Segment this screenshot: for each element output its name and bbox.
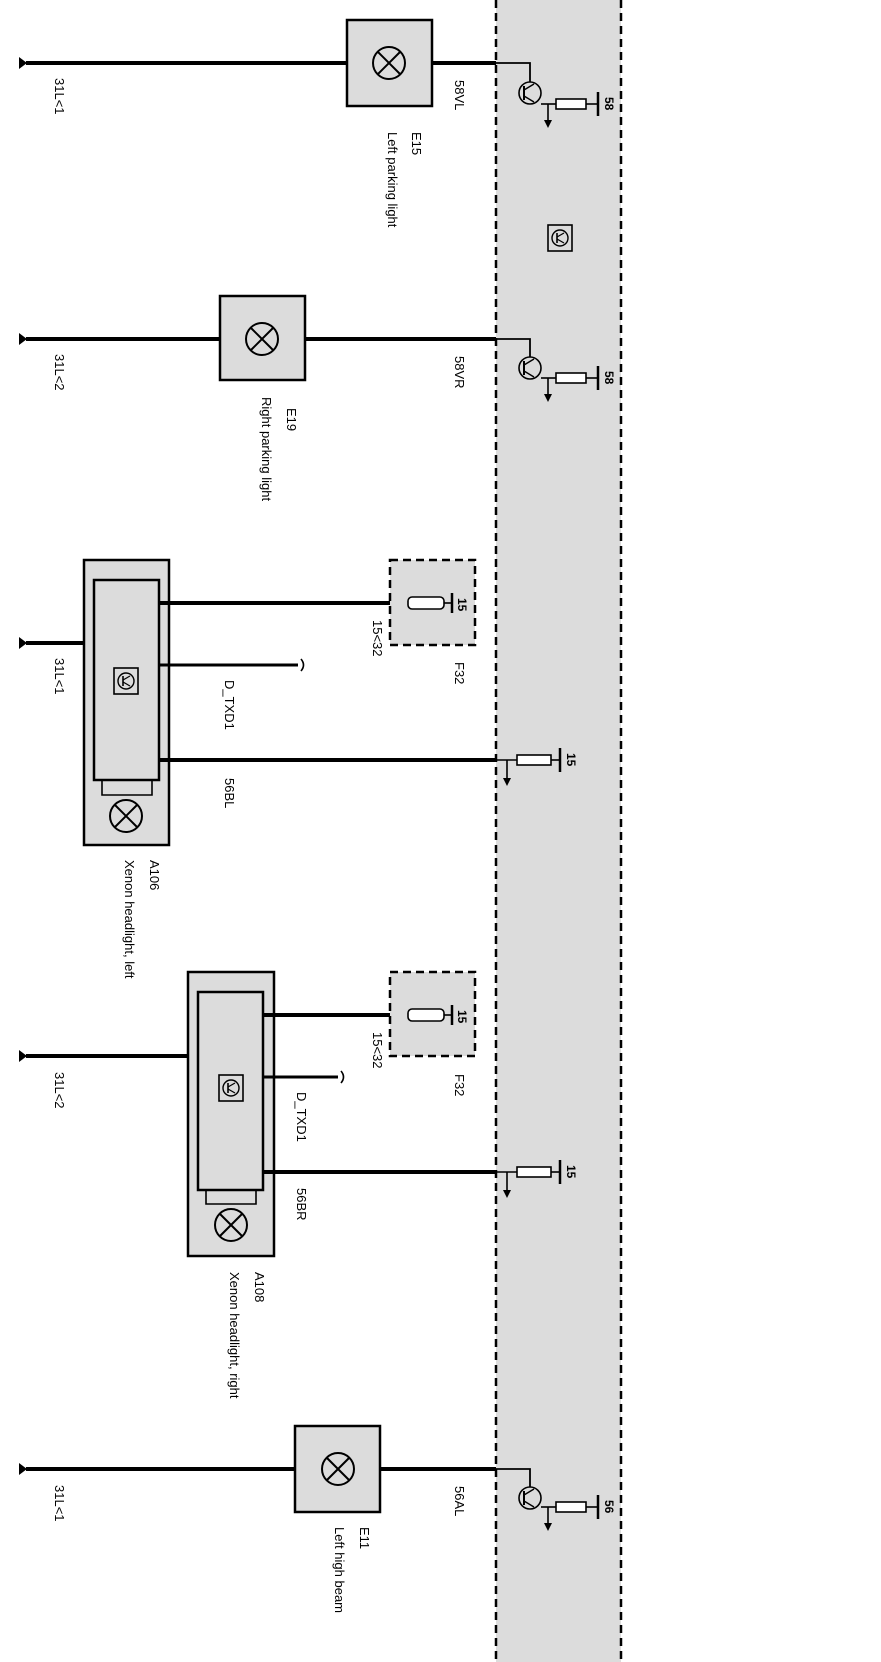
ground-arrow-head	[544, 394, 552, 402]
connector-icon	[300, 658, 305, 672]
driver-lead	[496, 1468, 531, 1487]
component-code: E11	[357, 1527, 372, 1549]
data-label: D_TXD1	[294, 1092, 309, 1142]
component-name: Left parking light	[385, 132, 400, 228]
circuit-e11: 31L<1 E11 Left high beam 56AL 56	[19, 1424, 616, 1613]
fuse-terminal-label: 15	[455, 598, 469, 612]
terminal-label: 15	[564, 1165, 578, 1179]
wire-label: 58VR	[452, 356, 467, 389]
resistor-icon	[516, 754, 552, 766]
connector-icon	[340, 1070, 345, 1084]
fuse-label: F32	[452, 662, 467, 684]
ground-arrow-head	[503, 1190, 511, 1198]
circuit-e19: 31L<2 E19 Right parking light 58VR 58	[19, 294, 616, 501]
component-code: E19	[284, 408, 299, 431]
component-code: A108	[252, 1272, 267, 1302]
terminal-label: 15	[564, 753, 578, 767]
lamp-bracket	[205, 1190, 257, 1205]
resistor-icon	[555, 1501, 587, 1513]
wire-label: 58VL	[452, 80, 467, 110]
supply-wire-label: 15<32	[370, 620, 385, 657]
control-wire-label: 56BL	[222, 778, 237, 808]
resistor-icon	[516, 1166, 552, 1178]
ground-label: 31L<2	[52, 354, 67, 391]
control-unit-box	[92, 578, 161, 782]
circuit-e15: 31L<1 E15 Left parking light 58VL 58	[19, 18, 616, 228]
component-name: Left high beam	[332, 1527, 347, 1613]
component-name: Xenon headlight, right	[227, 1272, 242, 1399]
ground-label: 31L<1	[52, 78, 67, 115]
component-code: E15	[409, 132, 424, 155]
ground-label: 31L<1	[52, 658, 67, 695]
ground-label: 31L<2	[52, 1072, 67, 1109]
ground-arrow-head	[544, 120, 552, 128]
ground-label: 31L<1	[52, 1485, 67, 1522]
ground-terminal-icon	[19, 637, 27, 649]
resistor-icon	[555, 98, 587, 110]
ground-arrow-head	[544, 1523, 552, 1531]
wire-label: 56AL	[452, 1486, 467, 1516]
fuse-label: F32	[452, 1074, 467, 1096]
component-name: Xenon headlight, left	[122, 860, 137, 979]
component-name: Right parking light	[259, 397, 274, 501]
ground-terminal-icon	[19, 57, 27, 69]
terminal-label: 58	[602, 97, 616, 111]
circuit-a108: 31L<2 A108 Xenon headlight, right 15<32 …	[19, 970, 578, 1399]
ground-arrow-head	[503, 778, 511, 786]
ground-terminal-icon	[19, 1050, 27, 1062]
control-wire-label: 56BR	[294, 1188, 309, 1221]
fuse-icon	[407, 1008, 445, 1022]
fuse-terminal-label: 15	[455, 1010, 469, 1024]
circuit-a106: 31L<1 A106 Xenon headlight, left 15<32 1…	[19, 558, 578, 979]
driver-lead	[496, 62, 531, 82]
lamp-bracket	[101, 780, 153, 796]
ground-terminal-icon	[19, 333, 27, 345]
supply-wire-label: 15<32	[370, 1032, 385, 1069]
component-code: A106	[147, 860, 162, 890]
terminal-label: 56	[602, 1500, 616, 1514]
driver-lead	[496, 338, 531, 357]
fuse-icon	[407, 596, 445, 610]
control-module-panel	[496, 0, 621, 1662]
resistor-icon	[555, 372, 587, 384]
terminal-label: 58	[602, 371, 616, 385]
ground-terminal-icon	[19, 1463, 27, 1475]
data-label: D_TXD1	[222, 680, 237, 730]
